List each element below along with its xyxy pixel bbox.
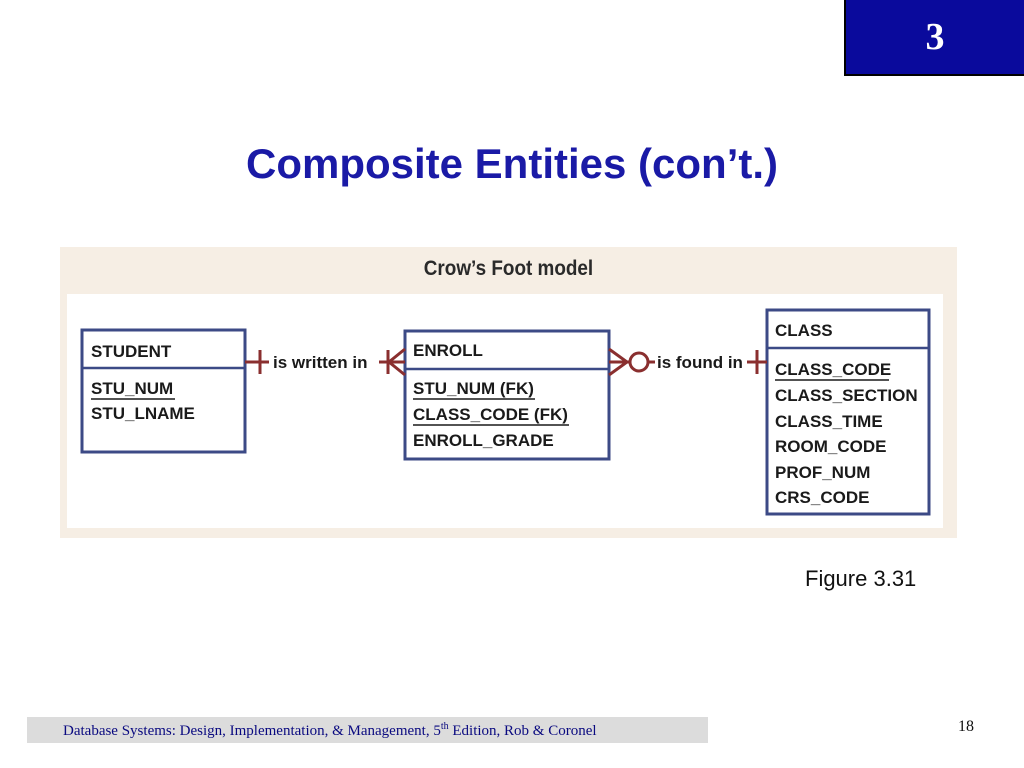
entity-attribute: STU_NUM [91, 379, 173, 398]
footer-superscript: th [440, 721, 449, 732]
entity-attribute: CLASS_CODE (FK) [413, 405, 568, 424]
footer-text-after: Edition, Rob & Coronel [448, 723, 597, 739]
entity-name: ENROLL [413, 341, 483, 360]
entity-name: CLASS [775, 321, 833, 340]
relationship-label: is written in [273, 353, 367, 372]
er-diagram: STUDENT STU_NUM STU_LNAME ENROLL STU_NUM… [80, 308, 931, 516]
crows-foot-marker [386, 347, 406, 377]
entity-attribute: CRS_CODE [775, 488, 869, 507]
er-diagram-panel: STUDENT STU_NUM STU_LNAME ENROLL STU_NUM… [67, 294, 943, 528]
figure-heading: Crow’s Foot model [423, 257, 594, 280]
entity-attribute: CLASS_SECTION [775, 386, 918, 405]
entity-enroll: ENROLL STU_NUM (FK) CLASS_CODE (FK) ENRO… [403, 329, 611, 461]
footer-citation: Database Systems: Design, Implementation… [63, 721, 597, 740]
entity-attribute: CLASS_CODE [775, 360, 891, 379]
page-number: 18 [958, 718, 974, 735]
crows-foot-figure: Crow’s Foot model STUDENT STU_NUM STU_LN… [60, 247, 957, 538]
relationship-label: is found in [657, 353, 743, 372]
slide-title: Composite Entities (con’t.) [245, 140, 778, 187]
entity-student: STUDENT STU_NUM STU_LNAME [80, 328, 247, 454]
relationship-is-found-in: is found in [608, 347, 767, 377]
zero-optional-marker [628, 351, 650, 373]
entity-attribute: PROF_NUM [775, 463, 870, 482]
footer-bar: Database Systems: Design, Implementation… [27, 717, 708, 743]
entity-attribute: CLASS_TIME [775, 412, 883, 431]
figure-caption: Figure 3.31 [805, 566, 917, 591]
entity-attribute: ROOM_CODE [775, 437, 886, 456]
entity-class: CLASS CLASS_CODE CLASS_SECTION CLASS_TIM… [765, 308, 931, 516]
footer-text-before: Database Systems: Design, Implementation… [63, 723, 441, 739]
entity-attribute: ENROLL_GRADE [413, 431, 554, 450]
chapter-number-badge: 3 [844, 0, 1024, 76]
entity-attribute: STU_LNAME [91, 404, 195, 423]
entity-name: STUDENT [91, 342, 172, 361]
entity-attribute: STU_NUM (FK) [413, 379, 534, 398]
relationship-is-written-in: is written in [245, 347, 406, 377]
